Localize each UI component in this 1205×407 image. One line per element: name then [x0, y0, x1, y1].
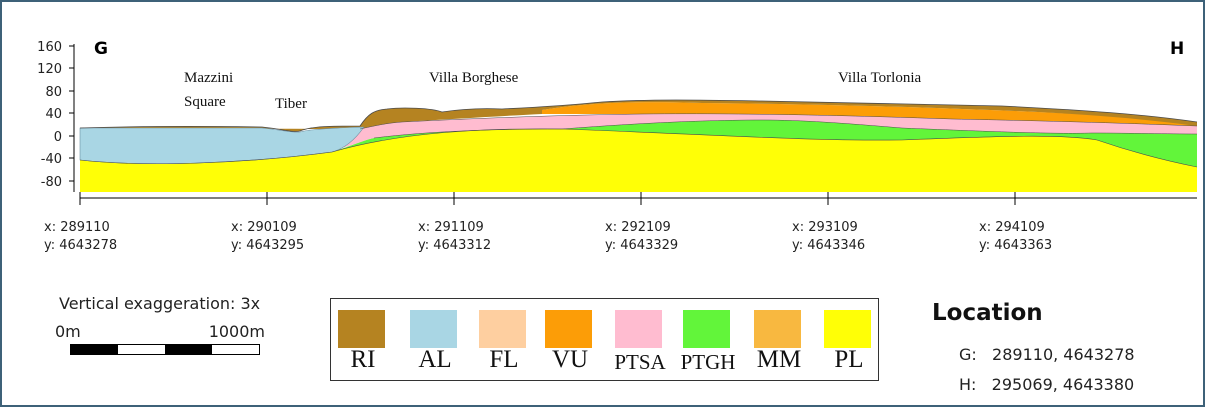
coordinate-labels: x: 289110 y: 4643278 x: 290109 y: 464329…: [44, 220, 1052, 253]
scale-bar: 0m 1000m: [55, 320, 265, 360]
vertical-exaggeration-note: Vertical exaggeration: 3x: [59, 294, 261, 313]
y-tick-label: -80: [41, 175, 62, 190]
geology-layers: [79, 99, 1198, 192]
scale-bar-start-label: 0m: [55, 322, 81, 341]
legend-item-mm: MM: [751, 299, 819, 380]
legend-swatch: [545, 310, 592, 348]
layer-vu: [542, 102, 1197, 126]
y-tick-label: 80: [45, 85, 62, 100]
coord-x-label: x: 290109: [231, 220, 297, 235]
legend-item-pl: PL: [821, 299, 889, 380]
legend-swatch: [683, 310, 730, 348]
legend-swatch: [615, 310, 662, 348]
place-label-tiber: Tiber: [275, 96, 307, 112]
legend-swatch: [410, 310, 457, 348]
legend-label: MM: [756, 346, 802, 373]
layer-ptgh: [332, 120, 1197, 167]
coord-y-label: y: 4643329: [605, 238, 678, 253]
place-label-mazzini: Mazzini: [184, 70, 233, 86]
legend-label: PL: [834, 346, 864, 373]
layer-ptsa: [342, 113, 1197, 148]
layer-pl: [80, 128, 1197, 192]
y-tick-label: -40: [41, 152, 62, 167]
legend-label: FL: [489, 346, 519, 373]
scale-bar-track: [70, 344, 260, 355]
place-label-villa-torlonia: Villa Torlonia: [838, 70, 922, 86]
y-tick-label: 160: [37, 40, 62, 55]
y-tick-label: 40: [45, 107, 62, 122]
y-tick-label: 120: [37, 62, 62, 77]
legend-label: PTSA: [614, 350, 666, 374]
legend-label: RI: [350, 346, 376, 373]
coord-y-label: y: 4643295: [231, 238, 304, 253]
y-tick-label: 0: [54, 130, 62, 145]
place-label-mazzini: Square: [184, 94, 226, 110]
coord-x-label: x: 292109: [605, 220, 671, 235]
x-axis: [79, 192, 1197, 205]
legend-swatch: [338, 310, 385, 348]
location-point-h: H: 295069, 4643380: [959, 375, 1135, 394]
legend-item-ri: RI: [335, 299, 403, 380]
legend-item-vu: VU: [542, 299, 610, 380]
scale-bar-end-label: 1000m: [208, 322, 265, 341]
location-title: Location: [932, 300, 1043, 326]
coord-x-label: x: 289110: [44, 220, 110, 235]
legend-label: AL: [418, 346, 452, 373]
profile-end-label: H: [1170, 39, 1184, 59]
y-axis: 160 120 80 40 0 -40 -80: [37, 40, 75, 192]
coord-x-label: x: 293109: [792, 220, 858, 235]
legend-swatch: [754, 310, 801, 348]
coord-y-label: y: 4643346: [792, 238, 865, 253]
legend-item-ptgh: PTGH: [680, 299, 748, 380]
legend-item-fl: FL: [476, 299, 544, 380]
legend-item-ptsa: PTSA: [612, 299, 680, 380]
legend-swatch: [479, 310, 526, 348]
profile-start-label: G: [94, 39, 108, 59]
coord-y-label: y: 4643363: [979, 238, 1052, 253]
legend: RI AL FL VU PTSA PTGH MM PL: [330, 298, 879, 381]
coord-y-label: y: 4643312: [418, 238, 491, 253]
legend-label: PTGH: [680, 350, 736, 374]
coord-y-label: y: 4643278: [44, 238, 117, 253]
legend-item-al: AL: [407, 299, 475, 380]
coord-x-label: x: 294109: [979, 220, 1045, 235]
coord-x-label: x: 291109: [418, 220, 484, 235]
legend-swatch: [824, 310, 871, 348]
legend-label: VU: [551, 346, 589, 373]
location-point-g: G: 289110, 4643278: [959, 345, 1135, 364]
place-label-villa-borghese: Villa Borghese: [429, 70, 519, 86]
